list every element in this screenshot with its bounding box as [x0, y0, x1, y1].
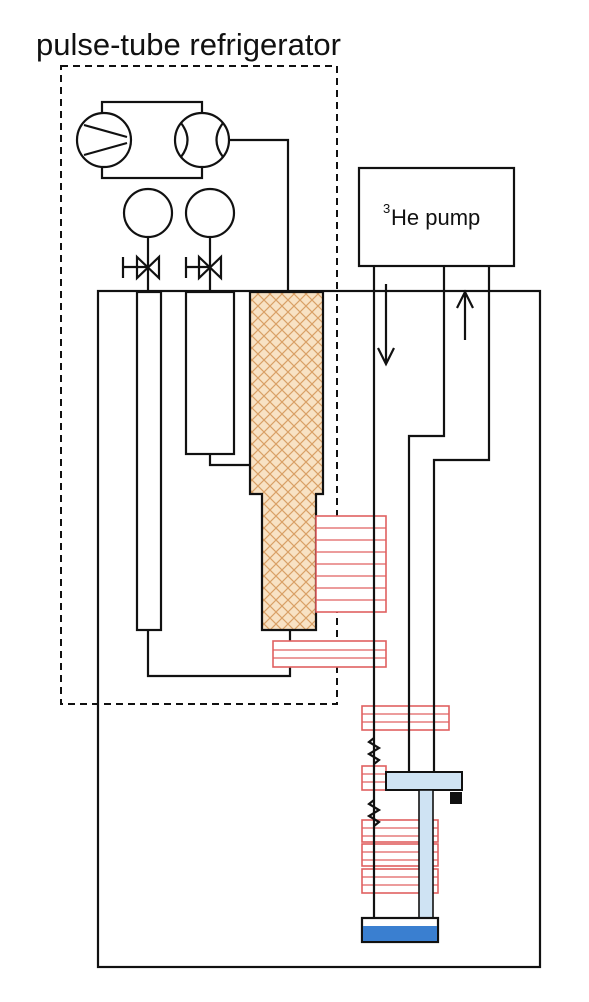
cold-plate — [385, 771, 463, 791]
compressor-unit — [75, 100, 231, 180]
sample-block — [450, 792, 462, 804]
heat-exchanger-2 — [272, 640, 387, 668]
he3-pump-label: He pump — [391, 205, 480, 230]
impedance-icon-2 — [366, 799, 382, 827]
pumping-line-outer — [407, 266, 446, 772]
tube-connector — [208, 454, 250, 467]
up-arrow-icon — [456, 289, 474, 340]
regenerator — [248, 290, 325, 632]
liquid-he3 — [363, 926, 437, 941]
pulse-tube-left — [135, 290, 163, 632]
heat-exchanger-1 — [315, 515, 387, 613]
cold-loop-line — [146, 630, 292, 678]
down-arrow-icon — [377, 284, 395, 367]
buffer-gauge-icon — [184, 187, 236, 239]
impedance-icon-1 — [366, 737, 382, 765]
he3-pump-superscript: 3 — [383, 201, 390, 216]
buffer-gauge-icon — [122, 187, 174, 239]
diagram-title: pulse-tube refrigerator — [36, 27, 341, 62]
he3-pump-box — [357, 166, 516, 268]
pulse-tube-boundary — [60, 65, 338, 705]
pulse-tube-right — [184, 290, 236, 456]
pumping-line-inner — [432, 266, 491, 772]
supply-line — [229, 138, 290, 292]
inner-tube — [418, 789, 434, 921]
rotary-valve-icon — [173, 111, 231, 169]
compressor-icon — [75, 111, 133, 169]
buffer-volume-2 — [184, 187, 236, 292]
buffer-volume-1 — [121, 187, 174, 292]
